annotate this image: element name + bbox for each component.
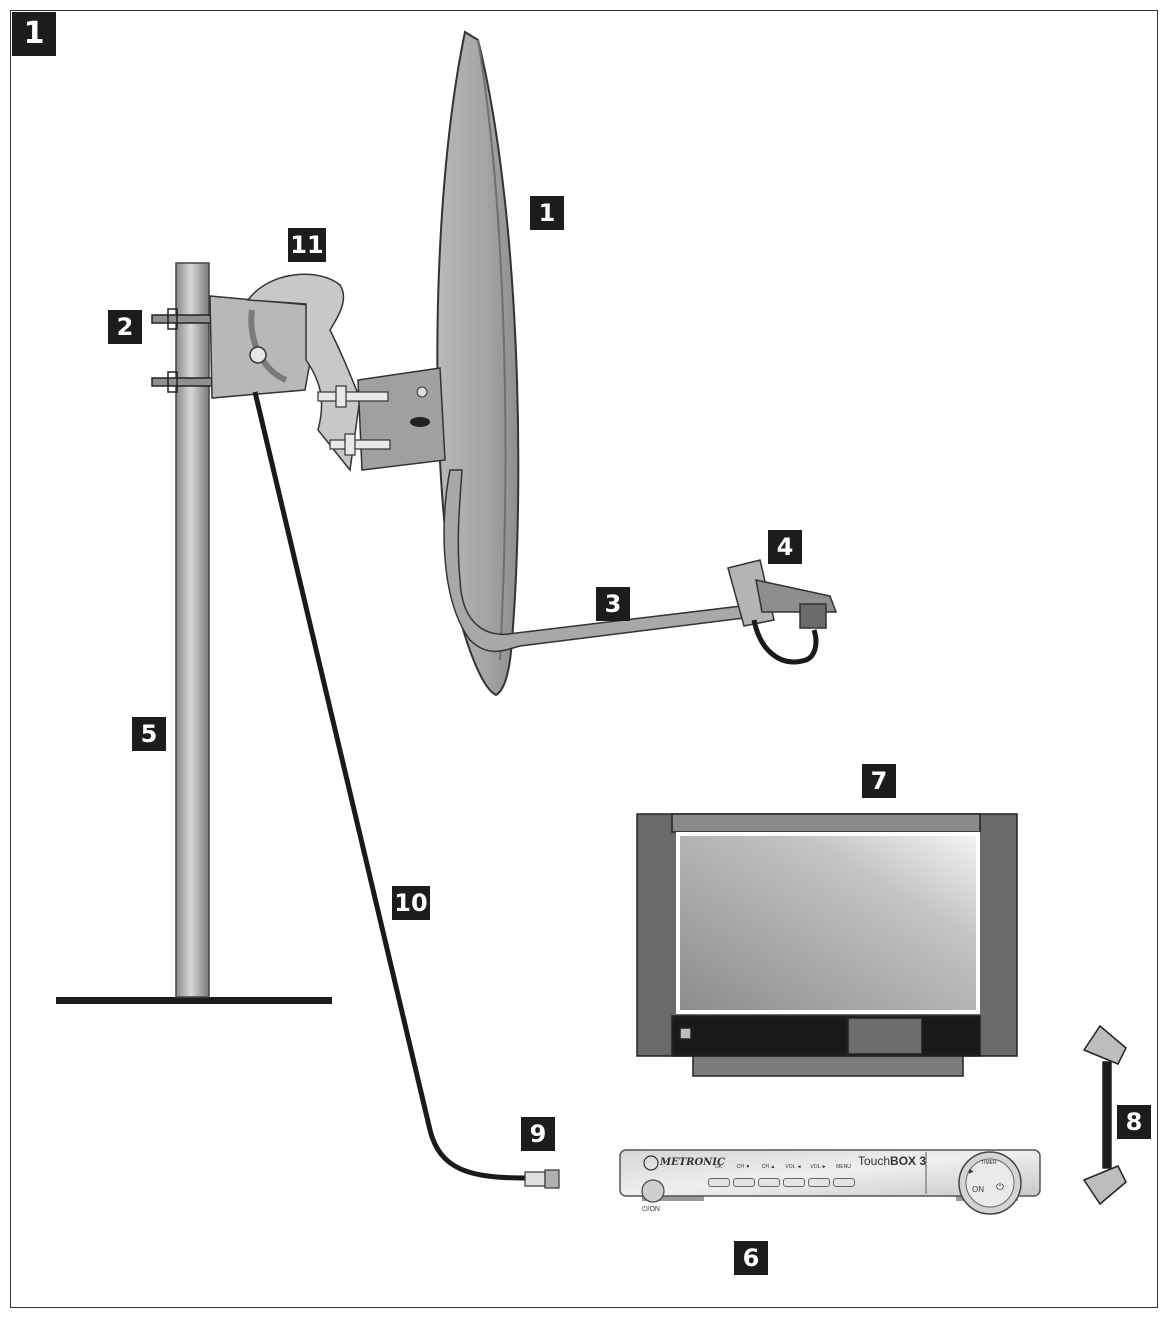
- receiver-button: [833, 1178, 855, 1187]
- receiver-button: [708, 1178, 730, 1187]
- scart-cable: [1082, 1024, 1127, 1206]
- receiver-button: [783, 1178, 805, 1187]
- callout-coax-cable: 10: [392, 886, 430, 920]
- callout-dish: 1: [530, 196, 564, 230]
- receiver-button-label: VOL ►: [810, 1164, 827, 1170]
- receiver-button: [808, 1178, 830, 1187]
- receiver-brand: METRONIC: [660, 1157, 725, 1168]
- coax-cable: [252, 391, 526, 1181]
- wheel-top-label: TIMER: [981, 1160, 997, 1166]
- dish-bracket: [209, 273, 361, 472]
- mast: [175, 262, 210, 998]
- receiver-button: [758, 1178, 780, 1187]
- callout-mount-clamps: 2: [108, 310, 142, 344]
- receiver-button-row: OK CH ▼ CH ▲ VOL ◄ VOL ► MENU: [706, 1164, 856, 1190]
- receiver-button-label: OK: [714, 1164, 723, 1170]
- wheel-power-label: ⏻: [996, 1182, 1004, 1193]
- f-connector: [524, 1169, 560, 1189]
- callout-dish-bracket: 11: [288, 228, 326, 262]
- callout-tv: 7: [862, 764, 896, 798]
- receiver-model-prefix: Touch: [858, 1154, 891, 1168]
- ground-base: [56, 997, 332, 1004]
- callout-scart-cable: 8: [1117, 1105, 1151, 1139]
- tv: [636, 813, 1018, 1077]
- callout-lnb-arm: 3: [596, 587, 630, 621]
- lnb: [727, 559, 838, 665]
- receiver-button-label: CH ▼: [736, 1164, 751, 1170]
- callout-f-connector: 9: [521, 1117, 555, 1151]
- receiver-model: TouchBOX 3: [858, 1154, 926, 1168]
- wheel-on-label: ON: [972, 1185, 984, 1194]
- callout-receiver: 6: [734, 1241, 768, 1275]
- callout-mast: 5: [132, 717, 166, 751]
- receiver-button-label: MENU: [836, 1164, 851, 1170]
- receiver-model-bold: BOX 3: [890, 1154, 927, 1168]
- dish: [317, 30, 520, 697]
- receiver-power-label: ⏻/ON: [642, 1206, 660, 1213]
- wheel-side-label: ▶: [969, 1169, 974, 1175]
- figure-number-tag: 1: [12, 12, 56, 56]
- receiver-button-label: VOL ◄: [785, 1164, 802, 1170]
- callout-lnb: 4: [768, 530, 802, 564]
- figure-frame: [10, 10, 1158, 1308]
- receiver-button-label: CH ▲: [761, 1164, 776, 1170]
- receiver-button: [733, 1178, 755, 1187]
